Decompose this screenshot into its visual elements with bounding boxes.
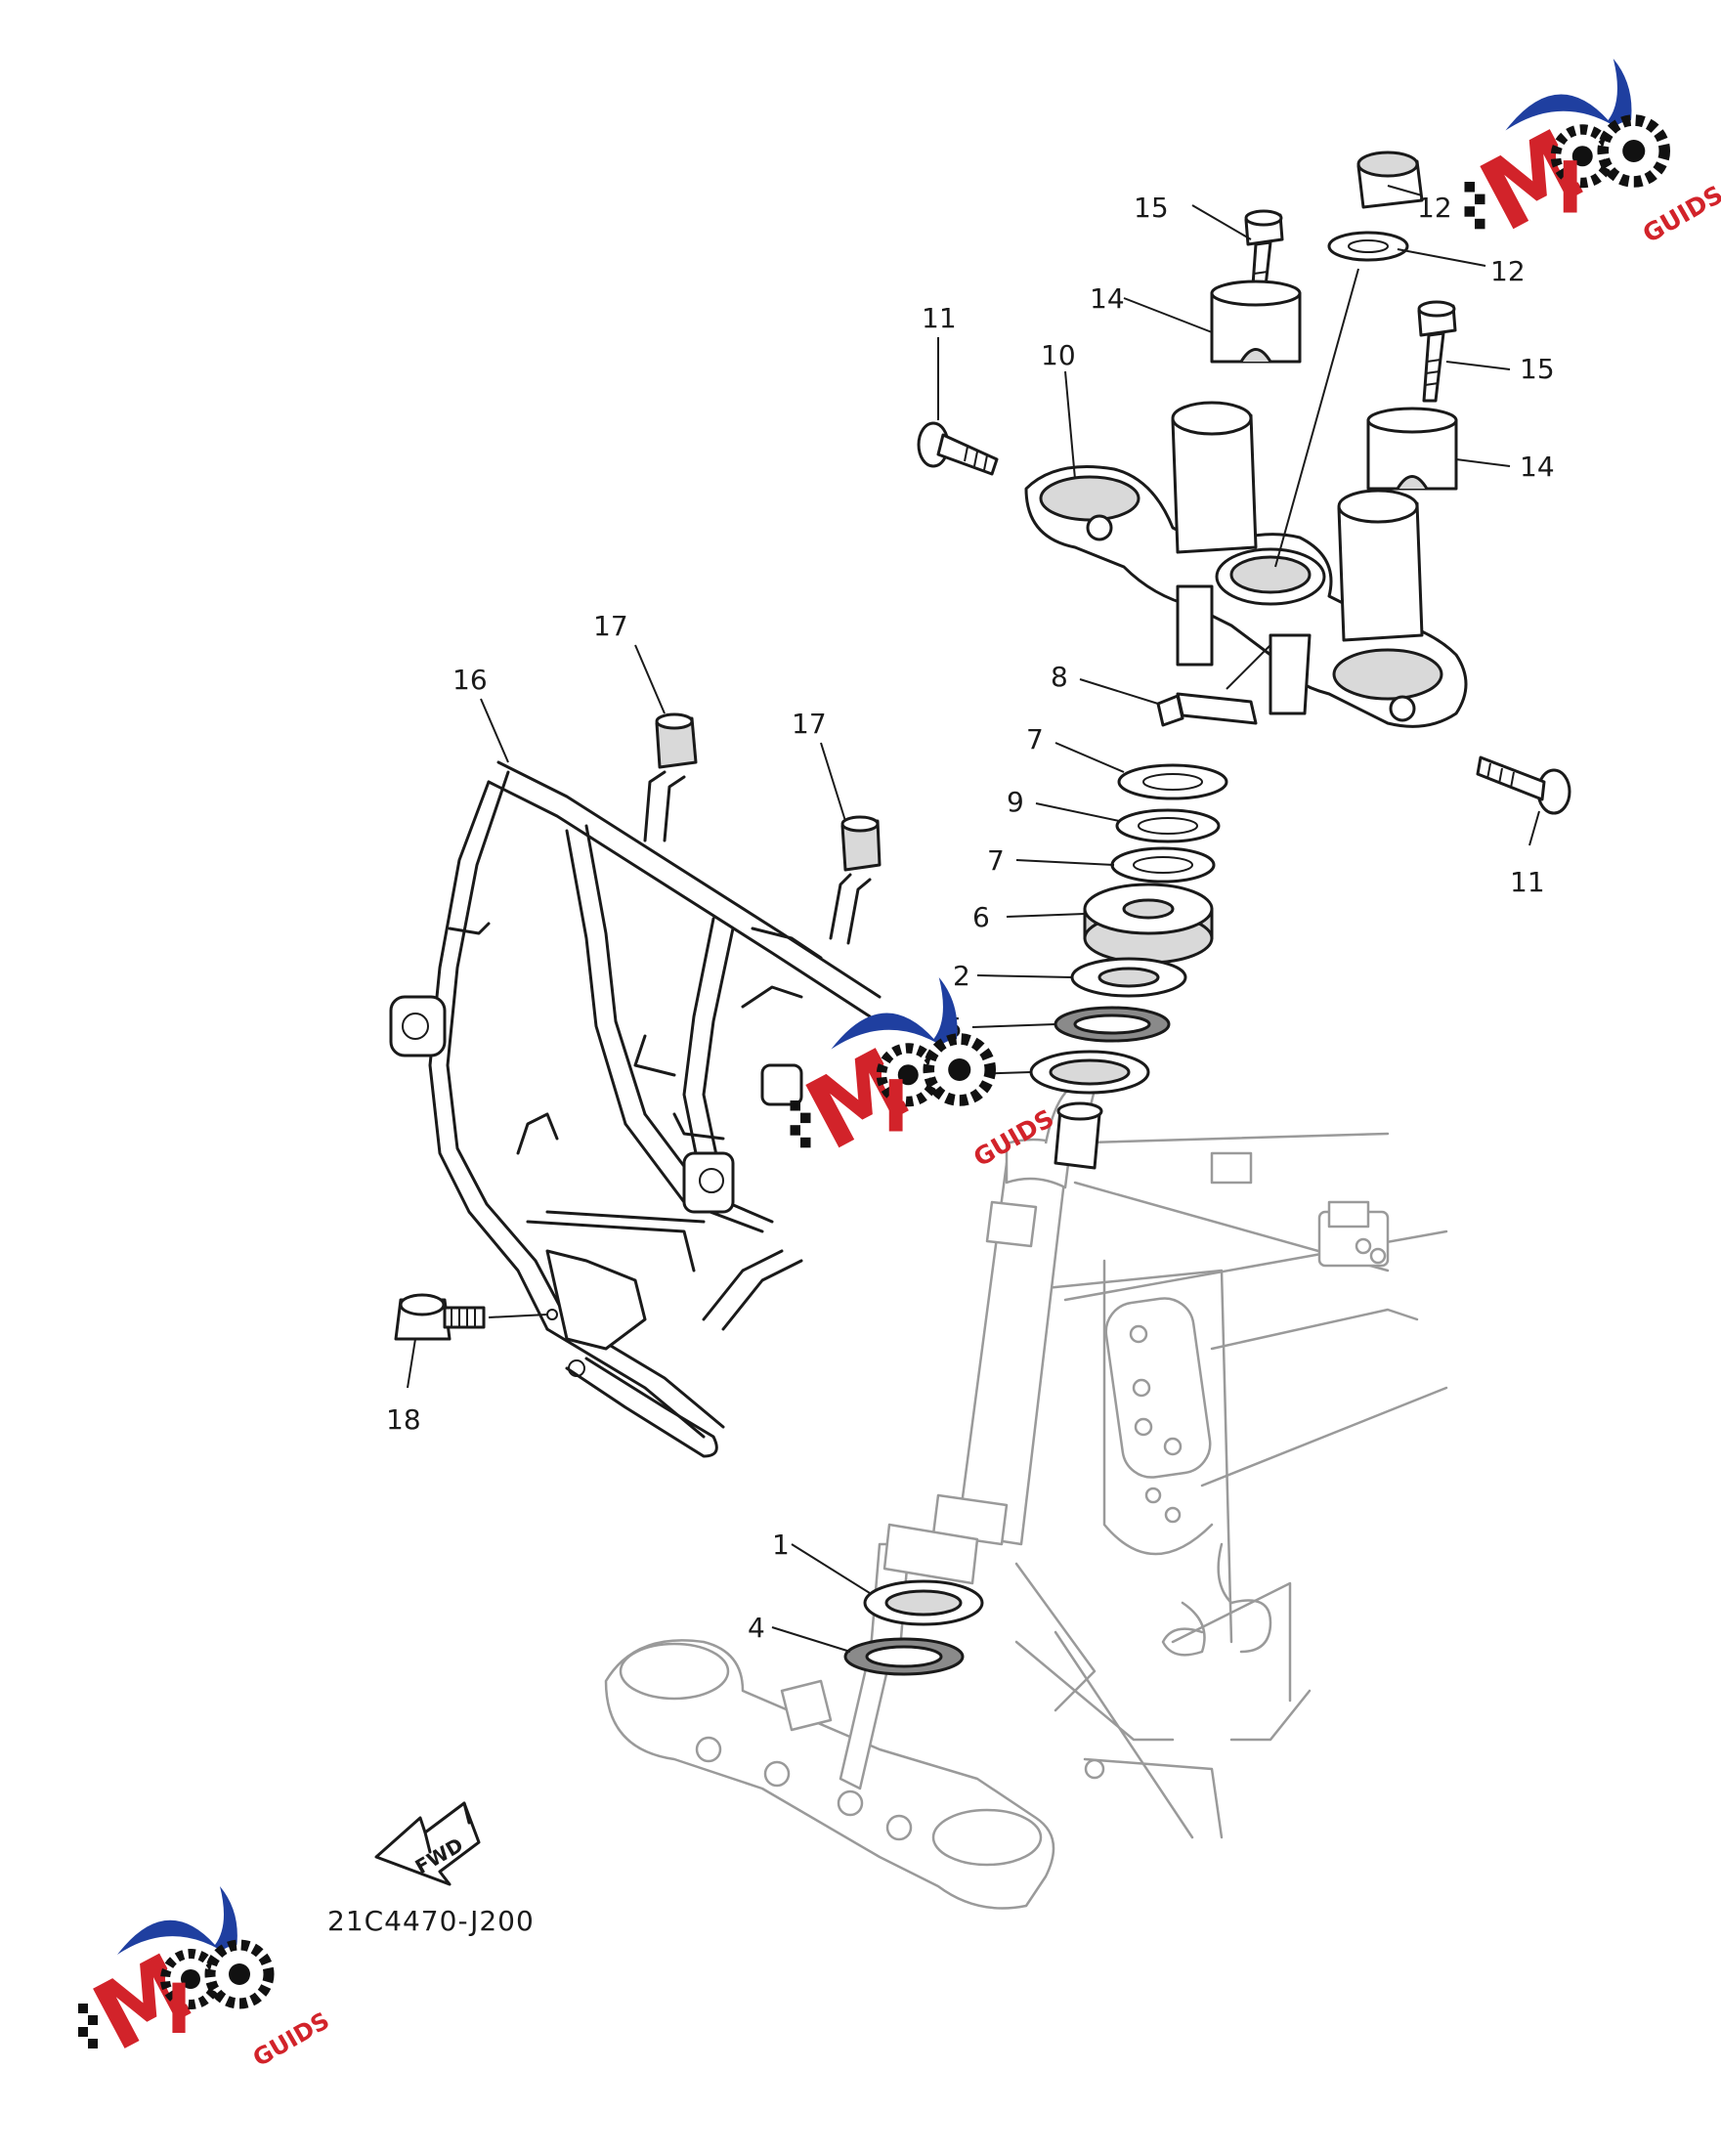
drawing-code: 21C4470-J200 [327,1905,535,1937]
headlight-stay [389,712,882,1458]
callout-2: 2 [953,960,970,992]
fasteners [917,151,1571,815]
callout-12-logo: 12 [1417,192,1452,224]
watermark-logo-bottom: GUIDS [77,1886,334,2072]
leader-lines [407,185,1540,1653]
upper-bracket [1024,401,1468,728]
callout-12-washer: 12 [1490,255,1526,287]
svg-text:GUIDS: GUIDS [1638,180,1721,248]
callout-9: 9 [1007,786,1024,818]
callout-17-right: 17 [792,708,827,740]
callout-16: 16 [452,664,488,696]
callout-11-right: 11 [1510,866,1545,898]
callout-17-left: 17 [593,610,628,642]
callout-15-right: 15 [1520,353,1555,385]
callout-7-lower: 7 [987,844,1005,877]
callout-4: 4 [748,1612,765,1644]
callout-14-upper: 14 [1090,282,1125,315]
callout-14-right: 14 [1520,451,1555,483]
callout-15-upper: 15 [1134,192,1169,224]
watermark-logo-top: GUIDS [1463,59,1721,254]
svg-text:GUIDS: GUIDS [248,2006,334,2072]
lower-bracket [604,1523,1055,1910]
callout-10: 10 [1041,339,1076,371]
callout-11-left: 11 [922,302,957,334]
bearing-stack [843,268,1359,1676]
callout-1: 1 [772,1529,790,1561]
watermark-logo-center: GUIDS [789,977,1058,1173]
callout-18: 18 [386,1403,421,1436]
callout-numbers: 15 12 12 14 11 10 15 14 17 16 17 8 7 9 7… [386,192,1555,1644]
fwd-arrow-icon: FWD [374,1801,481,1886]
frame-drawing [931,1083,1448,1839]
callout-7-upper: 7 [1026,723,1044,755]
callout-6: 6 [972,901,990,933]
callout-8: 8 [1051,661,1068,693]
